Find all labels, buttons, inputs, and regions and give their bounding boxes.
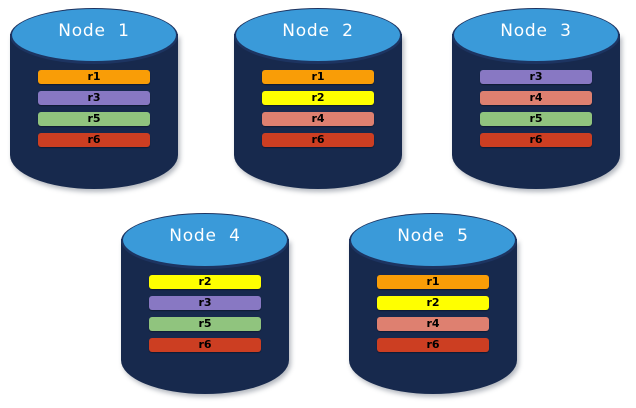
- replica-bar-r2[interactable]: r2: [377, 296, 489, 310]
- cylinder-top-ellipse: [123, 214, 287, 266]
- replica-bar-r6[interactable]: r6: [38, 133, 150, 147]
- replica-bar-r1[interactable]: r1: [38, 70, 150, 84]
- replica-stack: r1 r2 r4 r6: [377, 275, 489, 352]
- replica-bar-r4[interactable]: r4: [377, 317, 489, 331]
- node-label: Node 5: [397, 226, 469, 246]
- cylinder-top-ellipse: [454, 9, 618, 61]
- node-label: Node 4: [169, 226, 241, 246]
- replica-bar-r5[interactable]: r5: [480, 112, 592, 126]
- database-node-4[interactable]: Node 4 r2 r3 r5 r6: [121, 213, 289, 398]
- database-node-1[interactable]: Node 1 r1 r3 r5 r6: [10, 8, 178, 193]
- replica-bar-r1[interactable]: r1: [377, 275, 489, 289]
- replica-bar-r6[interactable]: r6: [149, 338, 261, 352]
- replica-bar-r6[interactable]: r6: [377, 338, 489, 352]
- replica-bar-r4[interactable]: r4: [480, 91, 592, 105]
- replica-bar-r4[interactable]: r4: [262, 112, 374, 126]
- replica-bar-r2[interactable]: r2: [149, 275, 261, 289]
- node-label: Node 2: [282, 21, 354, 41]
- database-node-5[interactable]: Node 5 r1 r2 r4 r6: [349, 213, 517, 398]
- replica-bar-r6[interactable]: r6: [480, 133, 592, 147]
- replica-bar-r3[interactable]: r3: [480, 70, 592, 84]
- node-label: Node 1: [58, 21, 130, 41]
- database-node-2[interactable]: Node 2 r1 r2 r4 r6: [234, 8, 402, 193]
- cylinder-top-ellipse: [12, 9, 176, 61]
- replica-bar-r3[interactable]: r3: [149, 296, 261, 310]
- replica-bar-r1[interactable]: r1: [262, 70, 374, 84]
- replica-bar-r5[interactable]: r5: [38, 112, 150, 126]
- replica-bar-r5[interactable]: r5: [149, 317, 261, 331]
- replica-stack: r1 r3 r5 r6: [38, 70, 150, 147]
- cylinder-top-ellipse: [236, 9, 400, 61]
- node-label: Node 3: [500, 21, 572, 41]
- replica-stack: r2 r3 r5 r6: [149, 275, 261, 352]
- replica-bar-r3[interactable]: r3: [38, 91, 150, 105]
- replica-bar-r2[interactable]: r2: [262, 91, 374, 105]
- replica-bar-r6[interactable]: r6: [262, 133, 374, 147]
- cylinder-top-ellipse: [351, 214, 515, 266]
- database-node-3[interactable]: Node 3 r3 r4 r5 r6: [452, 8, 620, 193]
- replica-stack: r1 r2 r4 r6: [262, 70, 374, 147]
- replica-stack: r3 r4 r5 r6: [480, 70, 592, 147]
